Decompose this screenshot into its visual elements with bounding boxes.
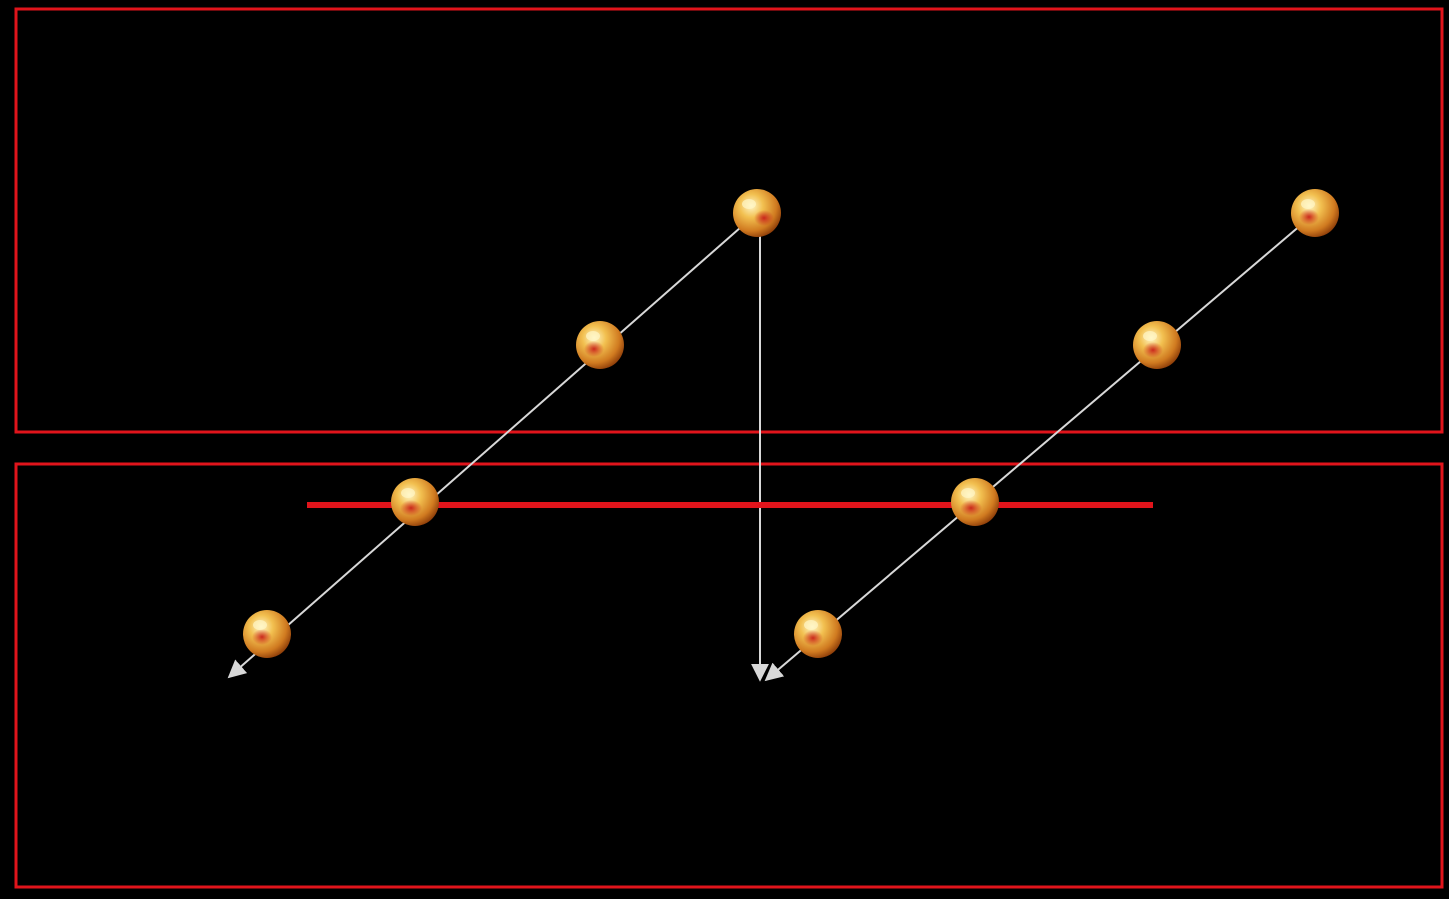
- left-diagonal-path: [229, 213, 757, 677]
- ball: [391, 478, 439, 526]
- ball: [951, 478, 999, 526]
- ball: [1133, 321, 1181, 369]
- right-diagonal-path: [766, 213, 1315, 680]
- ball: [576, 321, 624, 369]
- ball: [794, 610, 842, 658]
- ball: [1291, 189, 1339, 237]
- ball: [733, 189, 781, 237]
- ball: [243, 610, 291, 658]
- upper-panel: [16, 9, 1442, 432]
